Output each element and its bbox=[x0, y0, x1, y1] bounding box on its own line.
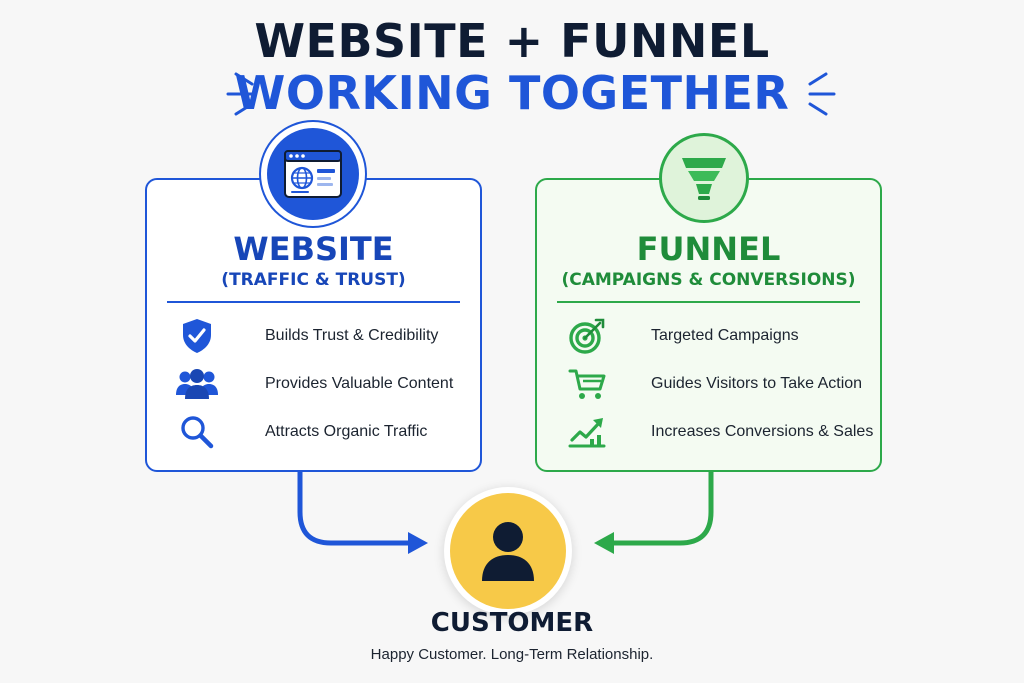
website-item-label: Attracts Organic Traffic bbox=[265, 423, 428, 440]
website-subtitle: (TRAFFIC & TRUST) bbox=[221, 270, 406, 290]
website-badge bbox=[267, 128, 359, 220]
funnel-item-label: Targeted Campaigns bbox=[651, 327, 799, 344]
funnel-icon bbox=[682, 158, 726, 200]
funnel-arrowhead bbox=[594, 532, 614, 554]
funnel-item-campaigns: Targeted Campaigns bbox=[565, 316, 799, 356]
shield-check-icon bbox=[175, 316, 219, 356]
cart-icon bbox=[565, 364, 609, 404]
funnel-subtitle: (CAMPAIGNS & CONVERSIONS) bbox=[561, 270, 856, 290]
customer-title: CUSTOMER bbox=[430, 608, 594, 638]
funnel-divider bbox=[557, 301, 860, 303]
funnel-title: FUNNEL bbox=[636, 230, 781, 268]
target-icon bbox=[565, 316, 609, 356]
website-arrowhead bbox=[408, 532, 428, 554]
title-line-1: WEBSITE + FUNNEL bbox=[254, 14, 770, 68]
website-item-content: Provides Valuable Content bbox=[175, 364, 453, 404]
website-item-label: Builds Trust & Credibility bbox=[265, 327, 439, 344]
left-accent-lines-icon bbox=[226, 72, 254, 116]
customer-circle bbox=[450, 493, 566, 609]
funnel-to-customer-arrow bbox=[609, 467, 714, 546]
funnel-item-label: Guides Visitors to Take Action bbox=[651, 375, 863, 392]
funnel-card: FUNNEL (CAMPAIGNS & CONVERSIONS) Targete… bbox=[535, 136, 882, 472]
growth-chart-icon bbox=[565, 412, 609, 452]
title-line-2: WORKING TOGETHER bbox=[234, 66, 790, 120]
customer-subtitle: Happy Customer. Long-Term Relationship. bbox=[370, 646, 654, 663]
person-icon bbox=[482, 522, 534, 581]
website-title: WEBSITE bbox=[233, 230, 394, 268]
magnifier-icon bbox=[175, 412, 219, 452]
people-group-icon bbox=[175, 364, 219, 404]
funnel-item-label: Increases Conversions & Sales bbox=[651, 423, 874, 440]
website-item-trust: Builds Trust & Credibility bbox=[175, 316, 438, 356]
right-accent-lines-icon bbox=[808, 72, 836, 116]
website-to-customer-arrow bbox=[297, 467, 413, 546]
website-divider bbox=[167, 301, 460, 303]
funnel-item-action: Guides Visitors to Take Action bbox=[565, 364, 862, 404]
funnel-badge bbox=[662, 136, 746, 220]
website-item-traffic: Attracts Organic Traffic bbox=[175, 412, 427, 452]
website-item-label: Provides Valuable Content bbox=[265, 375, 454, 392]
website-card: WEBSITE (TRAFFIC & TRUST) Builds Trust &… bbox=[145, 128, 482, 472]
browser-globe-icon bbox=[284, 150, 342, 198]
funnel-item-sales: Increases Conversions & Sales bbox=[565, 412, 873, 452]
